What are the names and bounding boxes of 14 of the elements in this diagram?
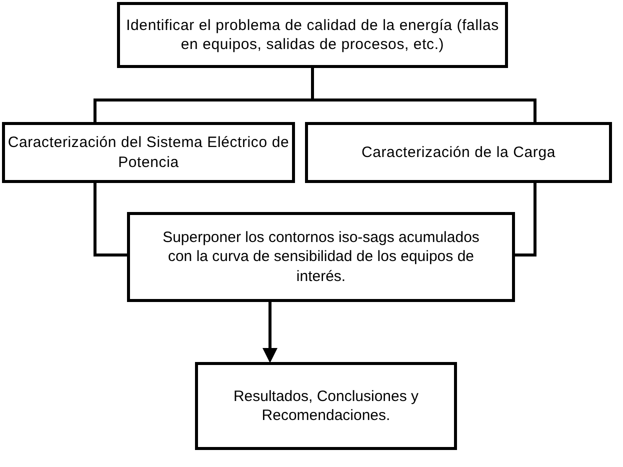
connector-line <box>94 183 127 256</box>
connector-line <box>262 302 278 363</box>
box-text: Caracterización del Sistema Eléctrico de Potencia <box>6 133 290 172</box>
box-text: Identificar el problema de calidad de la energía (fallas en equipos, salidas de procesos, etc.) <box>125 16 500 54</box>
process-box <box>195 362 457 450</box>
process-box <box>305 122 612 183</box>
process-box <box>2 122 295 183</box>
connector-line <box>515 183 536 256</box>
connector-line <box>311 68 536 122</box>
box-text: Caracterización de la Carga <box>361 142 556 162</box>
process-box <box>127 212 515 302</box>
process-box <box>117 2 508 68</box>
box-text: Resultados, Conclusiones y Recomendaciones. <box>232 386 420 426</box>
box-text: Superponer los contornos iso-sags acumulados con la curva de sensibilidad de los equipos de interés. <box>162 228 480 286</box>
